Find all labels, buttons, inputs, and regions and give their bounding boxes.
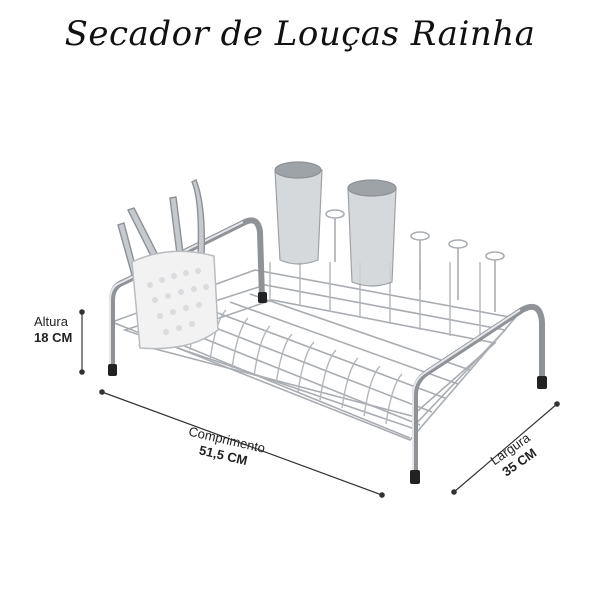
width-dimension-line bbox=[451, 401, 560, 495]
page-title: Secador de Louças Rainha bbox=[64, 14, 536, 54]
glass-hooks bbox=[325, 209, 505, 312]
height-dimension-line bbox=[79, 309, 85, 375]
height-label: Altura 18 CM bbox=[34, 314, 72, 346]
glass-right bbox=[347, 179, 397, 287]
length-dimension-line bbox=[99, 389, 385, 498]
plate-dividers bbox=[189, 262, 481, 425]
glass-left bbox=[274, 161, 323, 265]
rack-feet bbox=[108, 292, 547, 484]
rack-frame-highlight bbox=[109, 221, 521, 476]
cutlery-cup bbox=[131, 250, 219, 350]
height-label-name: Altura bbox=[34, 314, 68, 329]
height-label-value: 18 CM bbox=[34, 330, 73, 345]
